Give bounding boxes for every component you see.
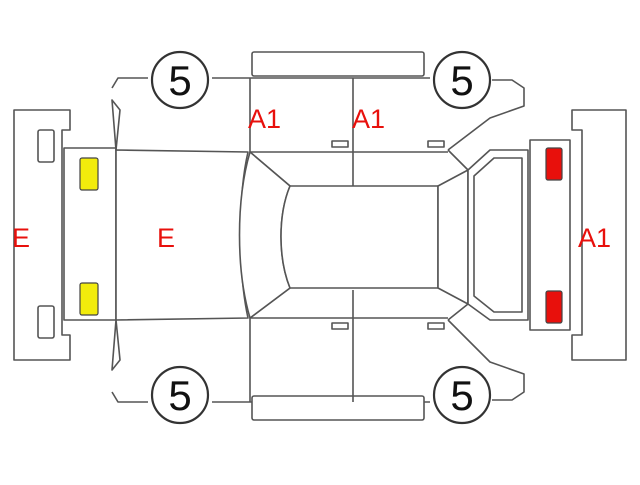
- tire-rear-left[interactable]: 5: [150, 50, 210, 110]
- right-side-sill[interactable]: [251, 395, 425, 421]
- tire-front-left[interactable]: 5: [432, 50, 492, 110]
- rear-bumper-slot-bottom: [37, 305, 55, 339]
- rear-bumper[interactable]: [13, 109, 71, 361]
- tire-front-right-grade: 5: [450, 372, 473, 419]
- roof[interactable]: [280, 185, 439, 289]
- right-side-body: [111, 287, 525, 421]
- left-side-sill[interactable]: [251, 51, 425, 77]
- left-rear-door-code: A1: [248, 104, 281, 134]
- tire-front-left-grade: 5: [450, 57, 473, 104]
- right-rear-door-handle: [331, 322, 349, 330]
- left-front-door-handle: [427, 140, 445, 148]
- front-panel[interactable]: [529, 139, 571, 331]
- left-front-door-code: A1: [352, 104, 385, 134]
- rear-bumper-code: E: [12, 223, 30, 253]
- rear-panel[interactable]: [63, 147, 249, 321]
- tire-rear-right[interactable]: 5: [150, 365, 210, 425]
- trunk-lid[interactable]: [115, 149, 249, 321]
- rear-lamp-marker-bottom: [79, 282, 99, 316]
- rear-lamp-marker-top: [79, 157, 99, 191]
- trunk-lid-code: E: [157, 223, 175, 253]
- cabin[interactable]: [238, 149, 469, 321]
- tire-front-right[interactable]: 5: [432, 365, 492, 425]
- front-bumper-code: A1: [578, 223, 611, 253]
- rear-bumper-slot-top: [37, 129, 55, 163]
- front-bumper[interactable]: [571, 109, 627, 361]
- hood-inner: [473, 157, 523, 313]
- tire-rear-right-grade: 5: [168, 372, 191, 419]
- right-front-door-handle: [427, 322, 445, 330]
- windshield[interactable]: [437, 169, 469, 305]
- left-rear-door-handle: [331, 140, 349, 148]
- tire-rear-left-grade: 5: [168, 57, 191, 104]
- hood[interactable]: [467, 149, 529, 321]
- front-lamp-marker-top: [545, 147, 563, 181]
- front-lamp-marker-bottom: [545, 290, 563, 324]
